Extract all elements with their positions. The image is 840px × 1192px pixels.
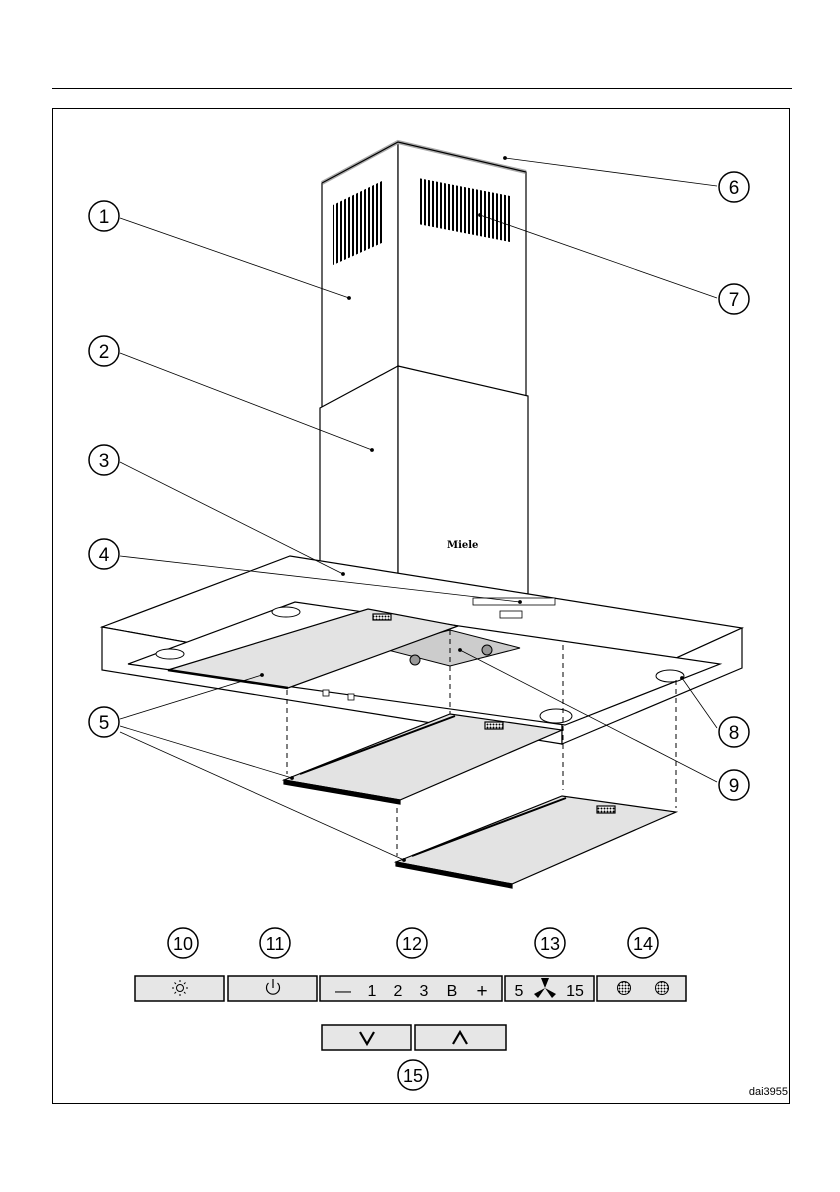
fan-boost-button[interactable]: B bbox=[447, 983, 458, 1000]
up-button[interactable] bbox=[415, 1025, 506, 1050]
callout-5: 5 bbox=[89, 707, 119, 737]
timer-5-label: 5 bbox=[515, 983, 524, 1000]
callout-3: 3 bbox=[89, 445, 119, 475]
run-on-timer-button[interactable]: 5 15 bbox=[505, 976, 594, 1001]
timer-15-label: 15 bbox=[566, 983, 584, 1000]
callout-12: 12 bbox=[397, 928, 427, 958]
halogen-light-right bbox=[656, 670, 684, 682]
upper-chimney bbox=[322, 142, 526, 408]
callout-13: 13 bbox=[535, 928, 565, 958]
svg-text:11: 11 bbox=[266, 934, 285, 954]
halogen-light-centre bbox=[540, 709, 572, 723]
brand-logo: Miele bbox=[447, 540, 478, 551]
svg-text:6: 6 bbox=[729, 178, 740, 199]
fan-decrease-button[interactable]: — bbox=[335, 983, 351, 1000]
callout-1: 1 bbox=[89, 201, 119, 231]
svg-text:5: 5 bbox=[99, 713, 110, 734]
light-button[interactable] bbox=[135, 976, 224, 1001]
svg-text:4: 4 bbox=[99, 545, 110, 566]
power-button[interactable] bbox=[228, 976, 317, 1001]
callout-6: 6 bbox=[719, 172, 749, 202]
svg-text:9: 9 bbox=[729, 776, 740, 797]
callout-4: 4 bbox=[89, 539, 119, 569]
callout-14: 14 bbox=[628, 928, 658, 958]
fan-speed-buttons[interactable]: — 1 2 3 B + bbox=[320, 976, 502, 1002]
control-panel: — 1 2 3 B + 5 15 bbox=[135, 976, 686, 1050]
svg-text:15: 15 bbox=[403, 1066, 423, 1086]
down-button[interactable] bbox=[322, 1025, 411, 1050]
svg-text:12: 12 bbox=[402, 934, 422, 954]
odour-filter-indicator-icon bbox=[656, 982, 669, 995]
halogen-light-left-2 bbox=[156, 649, 184, 659]
svg-text:2: 2 bbox=[99, 342, 110, 363]
svg-text:8: 8 bbox=[729, 723, 740, 744]
svg-text:13: 13 bbox=[540, 934, 560, 954]
callout-8: 8 bbox=[719, 717, 749, 747]
callout-2: 2 bbox=[89, 336, 119, 366]
svg-text:1: 1 bbox=[99, 207, 110, 228]
fan-speed-1-button[interactable]: 1 bbox=[368, 983, 377, 1000]
figure-code: dai3955 bbox=[749, 1086, 788, 1098]
svg-text:3: 3 bbox=[99, 451, 110, 472]
grease-filter-indicator-icon bbox=[618, 982, 631, 995]
lower-chimney: Miele bbox=[320, 366, 528, 594]
fan-speed-2-button[interactable]: 2 bbox=[394, 983, 403, 1000]
svg-text:10: 10 bbox=[173, 934, 193, 954]
callout-11: 11 bbox=[260, 928, 290, 958]
halogen-light-left bbox=[272, 607, 300, 617]
callout-15: 15 bbox=[398, 1060, 428, 1090]
svg-text:7: 7 bbox=[729, 290, 740, 311]
grease-filter-removed-2 bbox=[396, 796, 676, 888]
grease-filter-removed-1 bbox=[284, 714, 562, 804]
callout-10: 10 bbox=[168, 928, 198, 958]
callout-7: 7 bbox=[719, 284, 749, 314]
fan-speed-3-button[interactable]: 3 bbox=[420, 983, 429, 1000]
fan-increase-button[interactable]: + bbox=[476, 981, 487, 1002]
filter-saturation-button[interactable] bbox=[597, 976, 686, 1001]
svg-text:14: 14 bbox=[633, 934, 653, 954]
callout-9: 9 bbox=[719, 770, 749, 800]
